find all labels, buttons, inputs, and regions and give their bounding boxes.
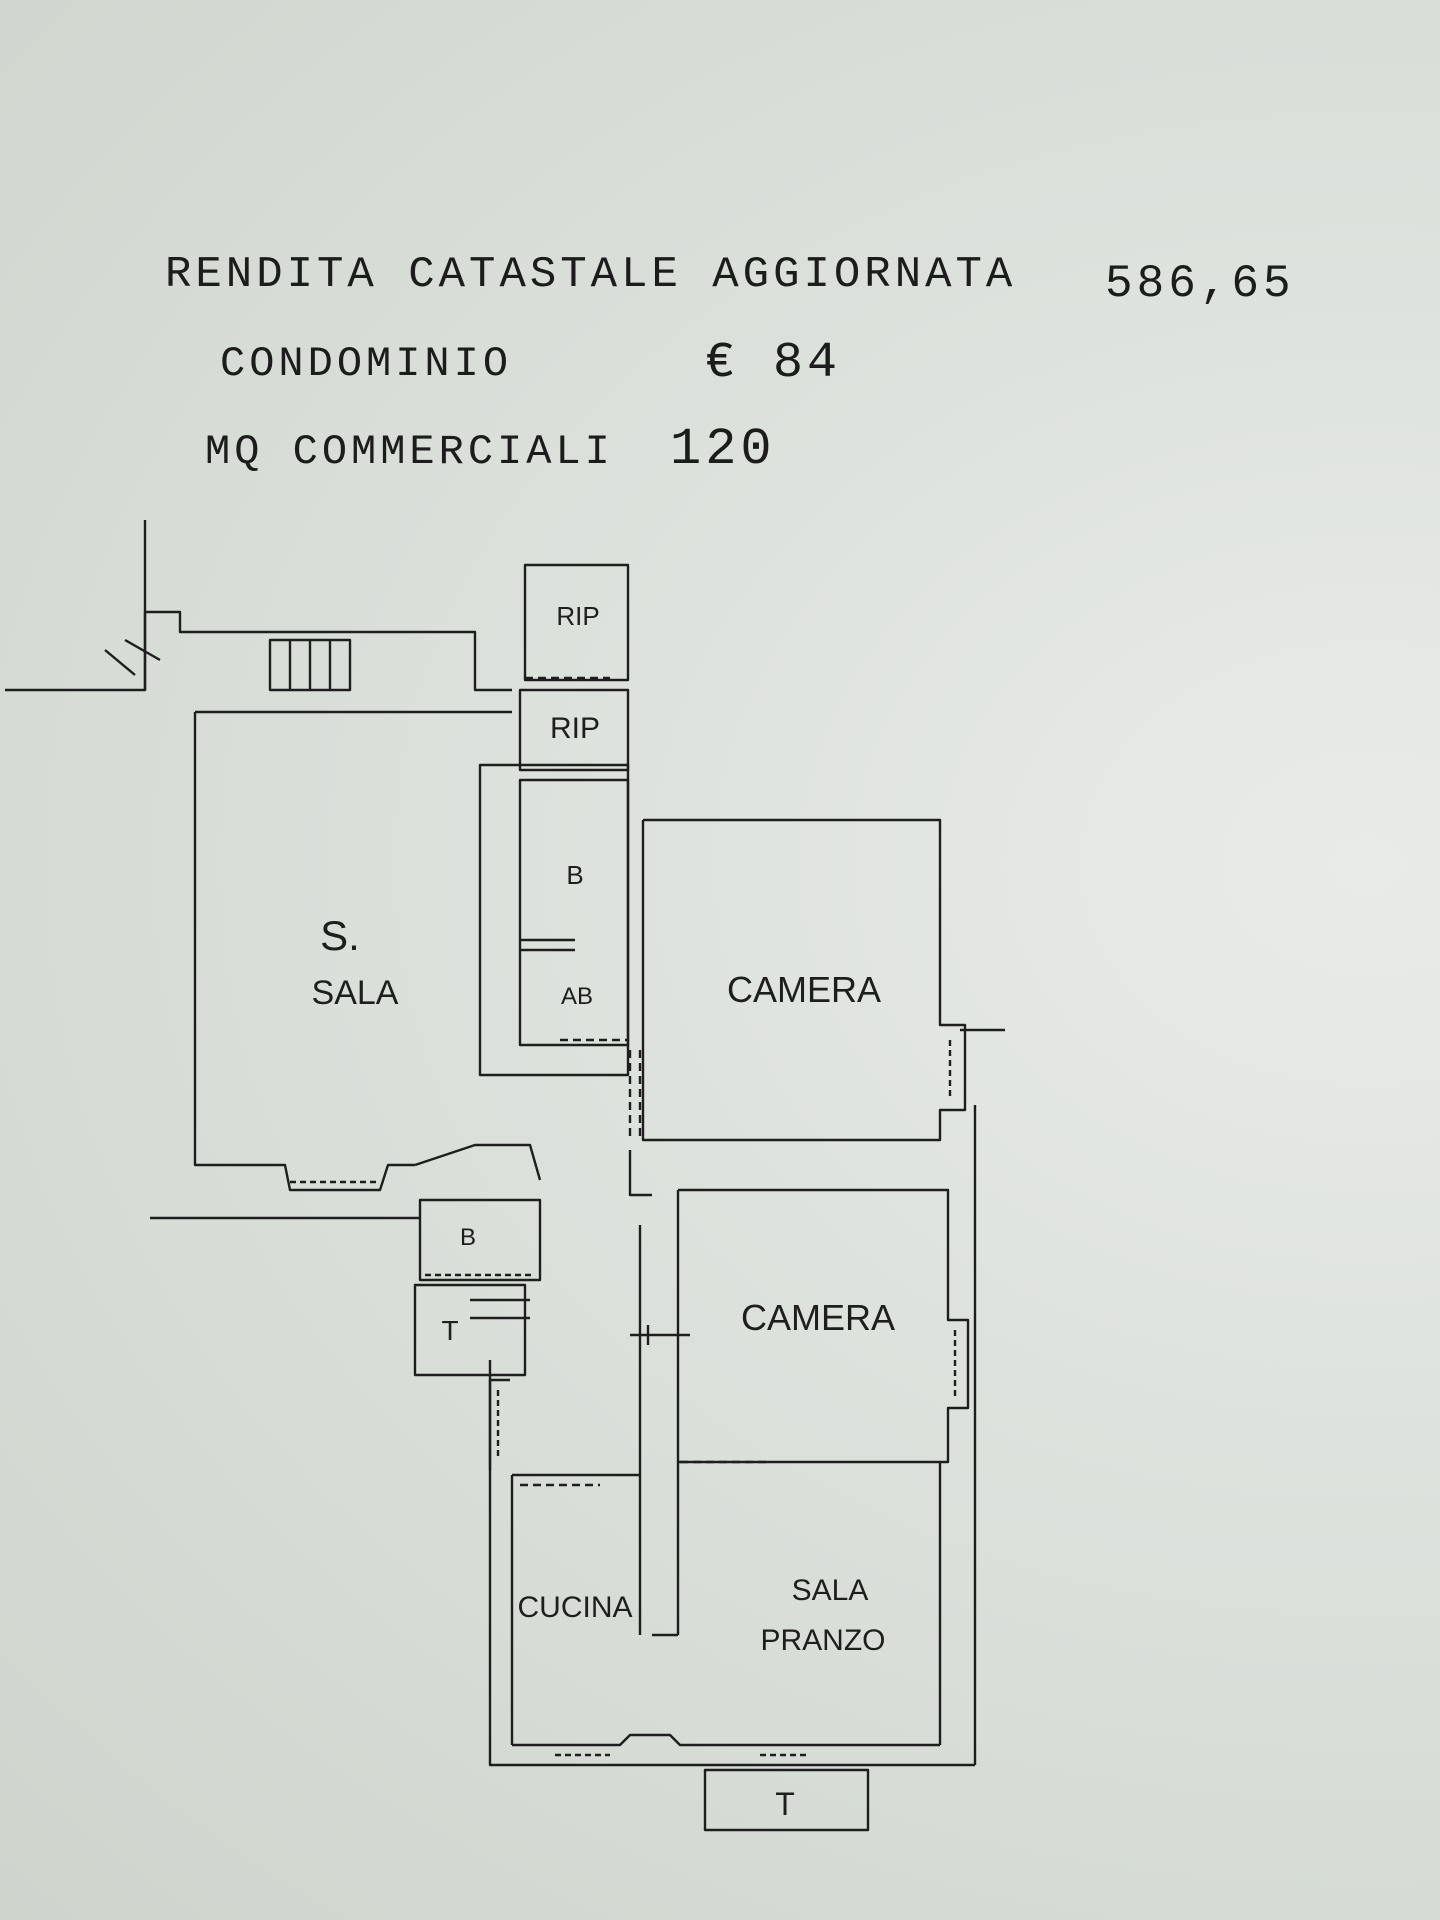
room-label-bagno-2: B: [460, 1224, 476, 1251]
condominio-label: CONDOMINIO: [220, 340, 513, 388]
room-label-sala-pranzo-2: PRANZO: [760, 1624, 885, 1657]
walls: [5, 520, 1005, 1832]
room-label-terrace-left: T: [441, 1315, 458, 1346]
room-label-sala: SALA: [312, 974, 399, 1012]
rendita-label: RENDITA CATASTALE AGGIORNATA: [165, 250, 1017, 300]
mq-label: MQ COMMERCIALI: [205, 428, 614, 476]
room-label-antibagno: AB: [561, 983, 593, 1010]
room-label-s-mark: S.: [320, 912, 360, 959]
room-label-sala-pranzo-1: SALA: [792, 1574, 869, 1607]
room-label-bagno-1: B: [566, 860, 583, 890]
room-label-rip-bottom: RIP: [550, 712, 600, 745]
rendita-value: 586,65: [1105, 258, 1295, 310]
room-label-cucina: CUCINA: [517, 1591, 632, 1624]
mq-value: 120: [670, 420, 776, 479]
room-label-rip-top: RIP: [556, 601, 599, 631]
room-label-terrace-bottom: T: [775, 1786, 795, 1822]
condominio-value: € 84: [705, 335, 842, 392]
room-label-camera-2: CAMERA: [741, 1297, 895, 1338]
room-label-camera-1: CAMERA: [727, 969, 881, 1010]
